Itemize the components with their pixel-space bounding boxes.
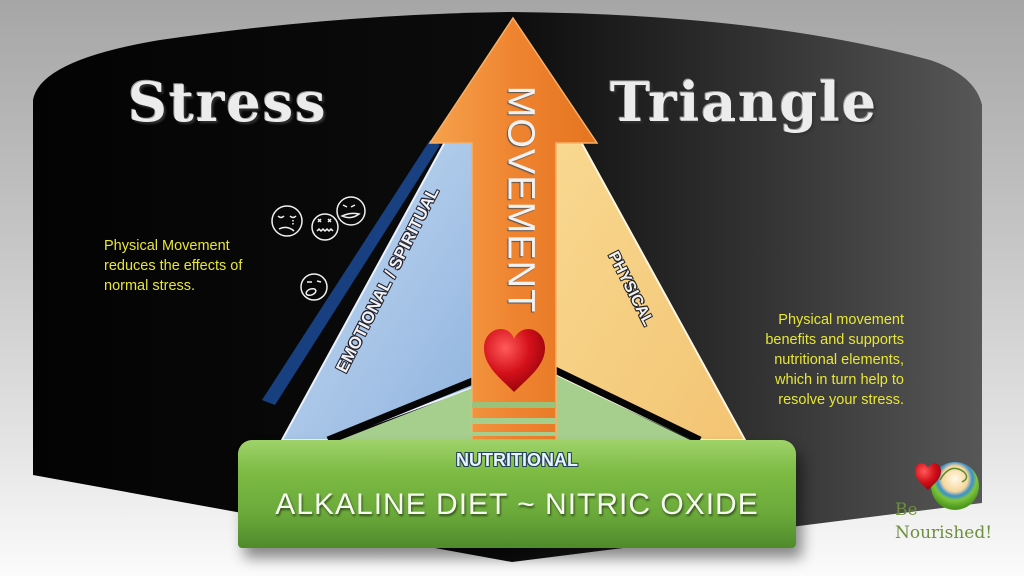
left-caption-line: Physical Movement xyxy=(104,238,230,254)
right-caption-line: benefits and supports xyxy=(765,332,904,348)
title-stress: Stress xyxy=(128,70,328,134)
heart-icon xyxy=(484,328,545,392)
banner-subtitle: NUTRITIONAL xyxy=(456,450,578,470)
nutritional-banner: NUTRITIONAL ALKALINE DIET ~ NITRIC OXIDE xyxy=(238,440,796,548)
stress-face-groaning-icon xyxy=(300,273,328,301)
be-nourished-logo-icon xyxy=(915,462,979,510)
stress-face-crying-icon xyxy=(271,205,303,237)
title-triangle: Triangle xyxy=(610,70,879,134)
right-caption-line: Physical movement xyxy=(778,312,904,328)
stress-face-angry-icon xyxy=(336,196,366,226)
emotional-glow-streaks xyxy=(262,140,440,405)
movement-label: MOVEMENT xyxy=(499,85,542,314)
logo-text-be: Be xyxy=(895,500,918,520)
left-caption: Physical Movement reduces the effects of… xyxy=(104,236,294,296)
banner-main-text: ALKALINE DIET ~ NITRIC OXIDE xyxy=(275,488,759,521)
right-caption-line: which in turn help to xyxy=(775,372,904,388)
left-caption-line: reduces the effects of xyxy=(104,258,243,274)
stress-face-dizzy-icon xyxy=(311,213,339,241)
right-caption: Physical movement benefits and supports … xyxy=(720,310,904,410)
right-caption-line: resolve your stress. xyxy=(778,392,904,408)
right-caption-line: nutritional elements, xyxy=(774,352,904,368)
logo-text-nourished: Nourished! xyxy=(895,523,993,543)
left-caption-line: normal stress. xyxy=(104,278,196,294)
